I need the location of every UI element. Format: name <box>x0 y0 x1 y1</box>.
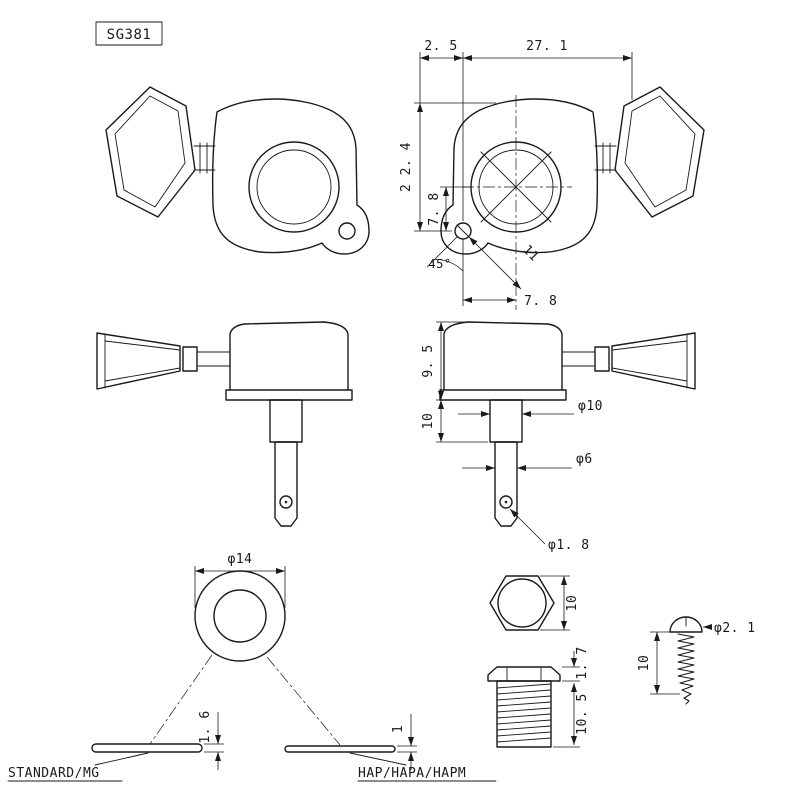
gear-housing-outline <box>211 98 370 255</box>
string-hole-center <box>504 500 508 504</box>
gear-cover-inner-circle <box>256 149 332 225</box>
hap-plate <box>284 745 396 753</box>
side-view-dimensions: 9. 5 10 φ10 φ6 φ1. 8 <box>421 321 603 553</box>
front-view-dimensions: 2. 5 27. 1 2 2. 4 7. 8 45° 11 7. 8 <box>399 39 633 309</box>
model-number: SG381 <box>107 27 152 43</box>
wood-screw: φ2. 1 10 <box>637 616 756 705</box>
hex-nut-top-view: 10 <box>489 575 580 631</box>
dim-line-diagonal <box>468 236 522 290</box>
dim-hap-plate-thickness: 1 <box>391 725 406 733</box>
button-side-outline <box>611 332 696 390</box>
string-hole <box>499 495 513 509</box>
string-post <box>274 441 298 527</box>
shaft-collar <box>594 346 610 372</box>
shaft-collar <box>182 346 198 372</box>
dim-post-dia: φ10 <box>578 399 603 414</box>
button-facet-line <box>104 367 181 382</box>
button-side-outline <box>96 332 181 390</box>
front-view-right <box>440 86 705 310</box>
screw-thread <box>677 633 695 705</box>
leader-hap-label <box>349 752 407 766</box>
washer-outer-circle <box>194 570 286 662</box>
washer-inner-circle <box>213 589 267 643</box>
tuner-button-bevel <box>624 95 696 208</box>
label-standard: STANDARD/MG <box>8 766 100 781</box>
washer-and-plates: φ14 1. 6 1 STANDARD/MG HAP/HAPA/HAPM <box>7 552 497 782</box>
mount-screw-hole <box>338 222 356 240</box>
dim-angle: 45° <box>428 257 451 271</box>
thread-hatching <box>496 683 552 743</box>
front-view-left <box>105 86 370 255</box>
string-hole <box>279 495 293 509</box>
button-facet-line <box>104 340 181 351</box>
gear-housing-outline <box>440 98 599 255</box>
gear-cover-outer-circle <box>248 141 340 233</box>
post-bushing-section <box>269 399 303 443</box>
dim-offset-top: 2. 5 <box>424 39 457 54</box>
dim-washer-dia: φ14 <box>228 552 253 567</box>
leader-standard-label <box>94 752 149 766</box>
string-post <box>494 441 518 527</box>
label-hap: HAP/HAPA/HAPM <box>358 766 466 781</box>
dim-housing-height: 9. 5 <box>421 344 436 377</box>
angle-arm-line <box>426 236 458 268</box>
dim-standard-plate-thickness: 1. 6 <box>198 710 213 743</box>
threaded-bushing-side-view: 1. 7 10. 5 <box>487 646 590 748</box>
screw-head <box>669 616 703 633</box>
post-bushing-section <box>489 399 523 443</box>
string-hole-center <box>284 500 288 504</box>
screw-slot-line <box>456 224 470 238</box>
side-view-left <box>96 321 353 527</box>
tuner-button-outline <box>105 86 196 218</box>
model-title-box: SG381 <box>95 21 163 46</box>
dim-shaft-dia: φ6 <box>576 452 593 467</box>
dim-string-hole-dia: φ1. 8 <box>548 538 590 553</box>
housing-side-outline <box>229 321 349 391</box>
button-facet-line <box>611 367 688 382</box>
side-view-right <box>439 321 696 527</box>
projection-line-hap <box>266 656 341 746</box>
dim-screw-bushing-length: 10. 5 <box>575 693 590 735</box>
dim-wood-screw-dia: φ2. 1 <box>714 621 756 636</box>
nut-bore-circle <box>497 578 547 628</box>
nut-hexagon <box>489 575 555 631</box>
dim-nut-width: 10 <box>565 595 580 612</box>
tuner-button-outline <box>614 86 705 218</box>
dim-flange-thickness: 1. 7 <box>575 646 590 679</box>
dim-bushing-length: 10 <box>421 413 436 430</box>
projection-line-standard <box>149 654 213 745</box>
dim-diagonal: 11 <box>519 242 541 264</box>
standard-plate <box>91 743 203 753</box>
base-flange <box>225 389 353 401</box>
button-facet-line <box>611 340 688 351</box>
dim-bottom-offset: 7. 8 <box>524 294 557 309</box>
angle-arc <box>434 258 464 272</box>
housing-side-outline <box>443 321 563 391</box>
title-frame <box>95 21 163 46</box>
leader-string-hole <box>509 508 546 545</box>
dim-overall-width: 27. 1 <box>526 39 568 54</box>
bushing-flange <box>487 666 561 682</box>
diagonal-centerline-2 <box>480 151 552 223</box>
dim-height: 2 2. 4 <box>399 142 414 192</box>
dim-center-drop: 7. 8 <box>427 192 442 225</box>
dim-wood-screw-length: 10 <box>637 655 652 672</box>
base-flange <box>439 389 567 401</box>
tuner-button-bevel <box>114 95 186 208</box>
